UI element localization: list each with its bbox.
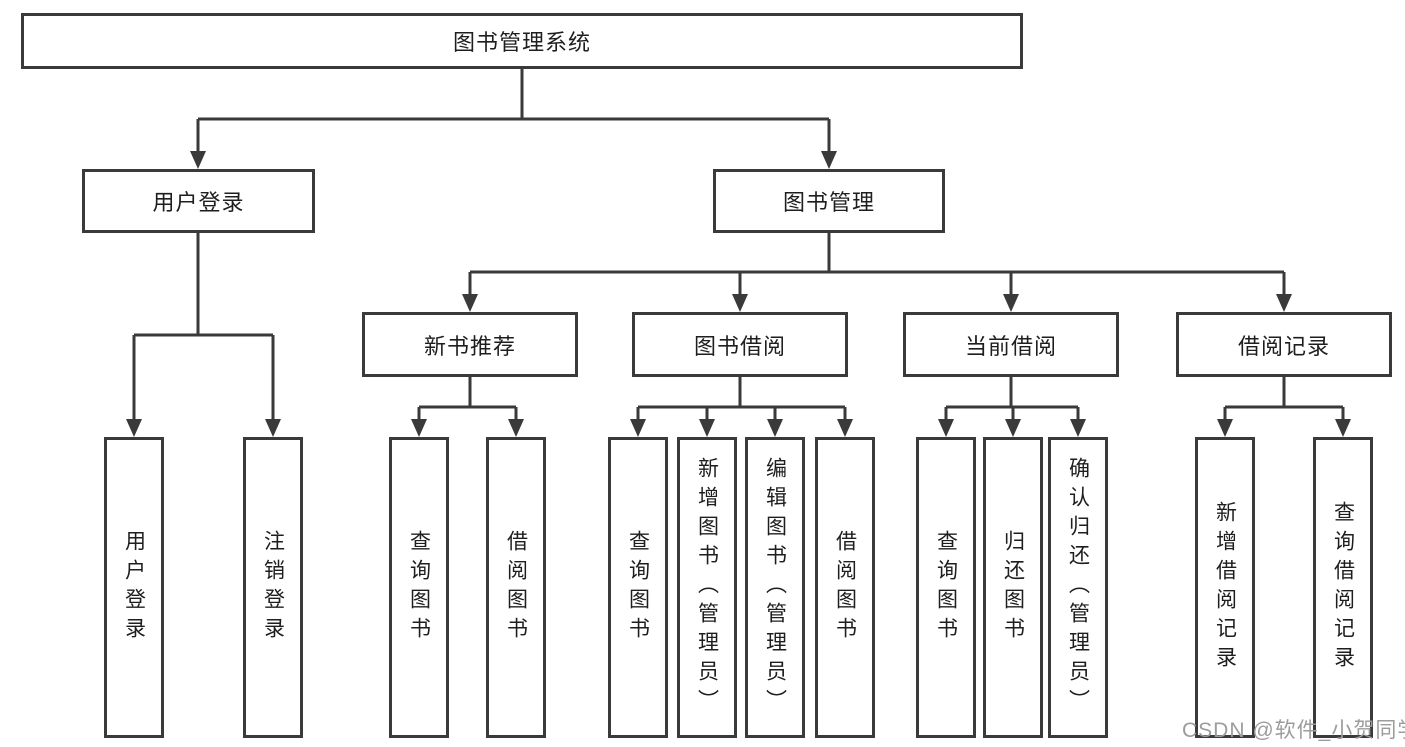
leaf-borrow-query: 查询图书 — [608, 437, 668, 738]
leaf-label: 用户登录 — [122, 529, 146, 646]
connector-new-books — [417, 377, 518, 421]
node-book-borrow: 图书借阅 — [632, 312, 848, 377]
connector-book-borrow — [636, 377, 847, 421]
leaf-label: 新增借阅记录 — [1213, 500, 1237, 675]
node-borrow-records: 借阅记录 — [1176, 312, 1392, 377]
leaf-borrow-edit-admin: 编辑图书（管理员） — [745, 437, 805, 738]
connector-root — [196, 69, 831, 153]
leaf-user-login: 用户登录 — [104, 437, 164, 738]
leaf-label: 查询借阅记录 — [1331, 500, 1355, 675]
leaf-label: 确认归还（管理员） — [1066, 457, 1090, 718]
connector-user-login — [132, 233, 275, 421]
leaf-borrow-add-admin: 新增图书（管理员） — [677, 437, 737, 738]
leaf-label: 查询图书 — [626, 529, 650, 646]
leaf-current-confirm-admin: 确认归还（管理员） — [1048, 437, 1108, 738]
leaf-label: 借阅图书 — [833, 529, 857, 646]
connector-book-mgmt — [468, 233, 1286, 296]
leaf-newbooks-borrow: 借阅图书 — [486, 437, 546, 738]
node-current-borrow: 当前借阅 — [903, 312, 1119, 377]
connector-current-borrow — [944, 377, 1080, 421]
node-book-mgmt: 图书管理 — [713, 169, 945, 233]
leaf-label: 新增图书（管理员） — [695, 457, 719, 718]
leaf-borrow-borrow: 借阅图书 — [815, 437, 875, 738]
leaf-label: 查询图书 — [407, 529, 431, 646]
leaf-label: 编辑图书（管理员） — [763, 457, 787, 718]
connector-borrow-records — [1223, 377, 1345, 421]
csdn-watermark: CSDN @软件_小贺同学 — [1182, 719, 1405, 742]
leaf-label: 借阅图书 — [504, 529, 528, 646]
leaf-current-query: 查询图书 — [916, 437, 976, 738]
leaf-label: 查询图书 — [934, 529, 958, 646]
leaf-records-query: 查询借阅记录 — [1313, 437, 1373, 738]
leaf-label: 注销登录 — [261, 529, 285, 646]
node-root: 图书管理系统 — [21, 13, 1023, 69]
leaf-label: 归还图书 — [1001, 529, 1025, 646]
leaf-current-return: 归还图书 — [983, 437, 1043, 738]
leaf-logout: 注销登录 — [243, 437, 303, 738]
leaf-newbooks-query: 查询图书 — [389, 437, 449, 738]
node-new-books: 新书推荐 — [362, 312, 578, 377]
leaf-records-add: 新增借阅记录 — [1195, 437, 1255, 738]
arrowheads — [126, 151, 1351, 437]
node-user-login: 用户登录 — [82, 169, 315, 233]
